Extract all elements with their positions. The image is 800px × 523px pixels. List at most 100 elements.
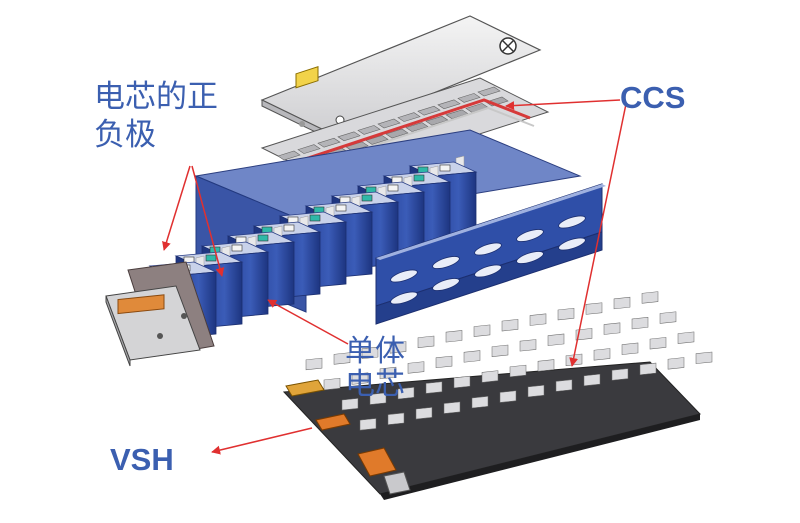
cell-poles-label-line2: 负极 — [94, 117, 156, 153]
arrow-ccs-top — [505, 99, 621, 111]
harness-pad — [473, 324, 491, 337]
harness-pad — [415, 407, 433, 420]
cell-terminal — [387, 184, 399, 192]
harness-pad — [695, 351, 713, 364]
arrow-cell — [267, 299, 349, 345]
cell-terminal — [283, 224, 295, 232]
harness-pad — [529, 313, 547, 326]
harness-pad — [471, 396, 489, 409]
harness-pad — [443, 401, 461, 414]
harness-pad — [641, 291, 659, 304]
harness-pad — [333, 352, 351, 365]
harness-pad — [305, 357, 323, 371]
harness-pad — [677, 331, 695, 344]
harness-pad — [481, 370, 499, 383]
harness-pad — [649, 337, 667, 350]
arrow-pole-right — [191, 165, 225, 277]
harness-pad — [359, 418, 377, 431]
busbar — [477, 86, 501, 97]
harness-pad — [501, 319, 519, 332]
single-cell-label-line2: 电芯 — [345, 367, 405, 402]
harness-pad — [611, 368, 629, 381]
harness-pad — [417, 335, 435, 348]
harness-pad — [593, 348, 611, 361]
harness-pad — [537, 359, 555, 372]
side-end-plate — [375, 183, 606, 325]
cell-terminal — [205, 254, 217, 262]
busbar — [385, 128, 409, 139]
side-plate-slot — [474, 242, 502, 256]
harness-pad — [583, 373, 601, 387]
harness-pad — [557, 307, 575, 321]
harness-pad — [667, 357, 685, 370]
harness-pad — [659, 311, 677, 324]
busbar — [377, 118, 401, 129]
harness-pad — [603, 322, 621, 335]
busbar — [417, 105, 441, 116]
cell-terminal — [439, 164, 451, 172]
harness-pad — [527, 384, 545, 398]
harness-pad — [379, 366, 397, 380]
side-plate-slot — [558, 215, 586, 229]
harness-pad — [445, 330, 463, 343]
busbar — [317, 137, 341, 148]
harness-pad — [369, 392, 387, 405]
vsh-label: VSH — [110, 442, 174, 477]
harness-pad — [519, 339, 537, 352]
side-plate-slot — [516, 229, 544, 242]
busbar — [297, 144, 321, 154]
harness-pad — [631, 317, 649, 330]
busbar — [397, 112, 421, 122]
harness-pad — [585, 302, 603, 315]
front-end-plate — [105, 261, 215, 367]
harness-pad — [555, 379, 573, 392]
cell-terminal — [413, 174, 425, 182]
ccs-label: CCS — [620, 80, 686, 115]
harness-pad — [361, 346, 379, 360]
harness-pad — [341, 398, 359, 411]
arrow-pole-left — [162, 165, 191, 251]
harness-pad — [639, 362, 657, 376]
side-plate-slot — [390, 269, 418, 283]
harness-pad — [463, 350, 481, 363]
harness-pad — [499, 390, 517, 403]
top-cover-plate — [260, 15, 542, 141]
harness-pad — [435, 355, 453, 369]
harness-pad — [389, 341, 407, 354]
annotation-arrows — [162, 99, 627, 455]
busbar — [337, 131, 361, 142]
side-plate-slot — [474, 264, 502, 278]
arrow-vsh — [211, 427, 313, 455]
side-plate-slot — [390, 291, 418, 305]
harness-pad — [621, 342, 639, 355]
harness-pad — [491, 344, 509, 357]
busbar — [457, 93, 481, 103]
arrow-ccs-bottom — [569, 103, 627, 367]
cell-poles-label: 电芯的正 负极 — [94, 78, 218, 154]
busbar — [405, 122, 429, 132]
side-plate-slot — [432, 278, 460, 291]
busbar — [437, 99, 461, 110]
busbar — [357, 125, 381, 135]
side-plate-slot — [558, 237, 586, 251]
single-cell-label-line1: 单体 — [345, 334, 405, 369]
harness-pad — [387, 412, 405, 425]
harness-pad — [351, 372, 369, 385]
harness-pad — [397, 387, 415, 400]
single-cell-label: 单体 电芯 — [345, 335, 405, 401]
harness-pad — [453, 375, 471, 389]
cell-terminal — [257, 234, 269, 242]
harness-pad — [547, 333, 565, 346]
vsh-harness — [282, 291, 713, 500]
harness-pad — [425, 381, 443, 394]
harness-pad — [407, 361, 425, 374]
side-plate-slot — [516, 251, 544, 264]
cell-poles-label-line1: 电芯的正 — [94, 79, 218, 115]
harness-pad — [575, 328, 593, 341]
harness-pad — [509, 364, 527, 378]
busbar — [277, 150, 301, 161]
cell-terminal — [231, 244, 243, 252]
cell-terminal — [361, 194, 373, 202]
side-plate-slot — [432, 256, 460, 269]
